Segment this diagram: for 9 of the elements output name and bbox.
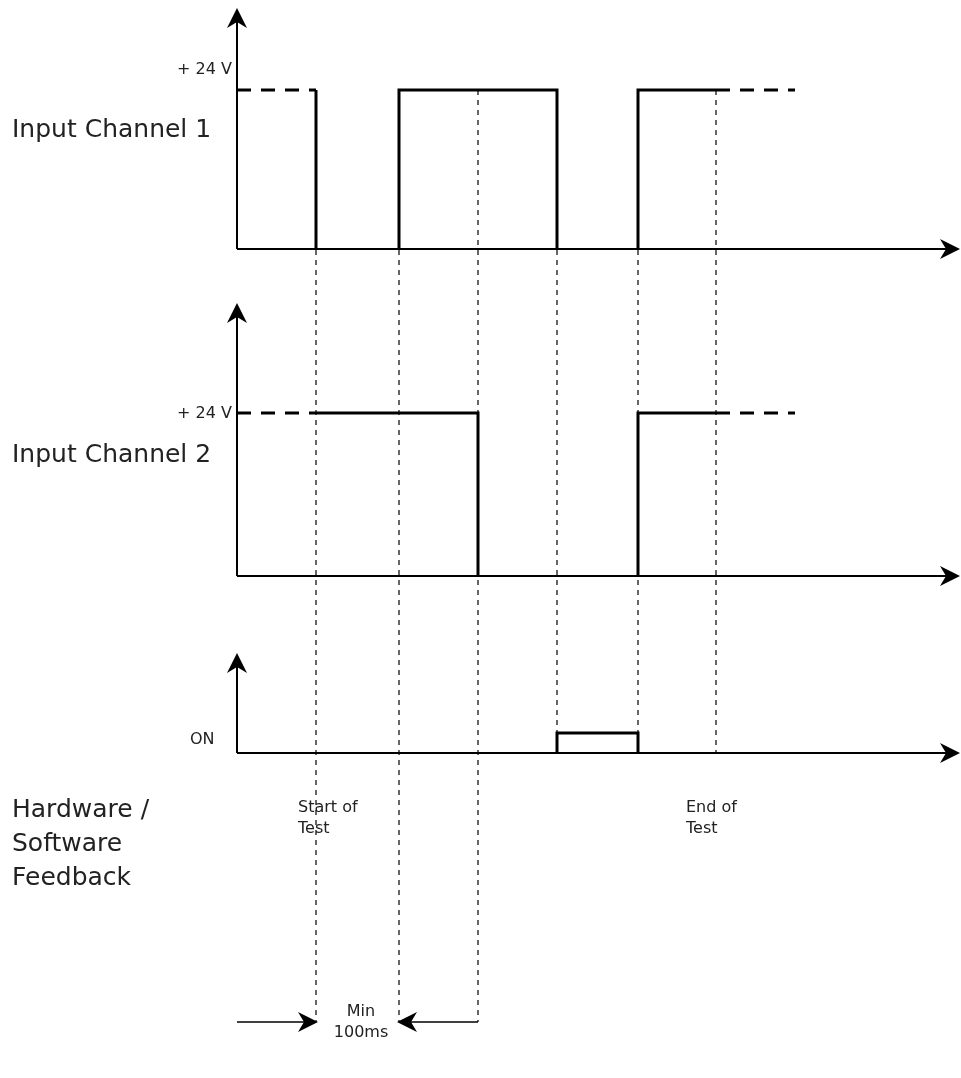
state-label: ON [190,728,216,749]
voltage-label: + 24 V [176,402,232,423]
event-label: End of Test [686,796,739,838]
dimension-label: Min 100ms [332,1000,390,1042]
event-label: Start of Test [298,796,359,838]
voltage-label: + 24 V [176,58,232,79]
channel-label: Input Channel 2 [12,438,212,470]
channel-label: Input Channel 1 [12,113,212,145]
channel-label: Hardware / Software Feedback [12,793,151,893]
